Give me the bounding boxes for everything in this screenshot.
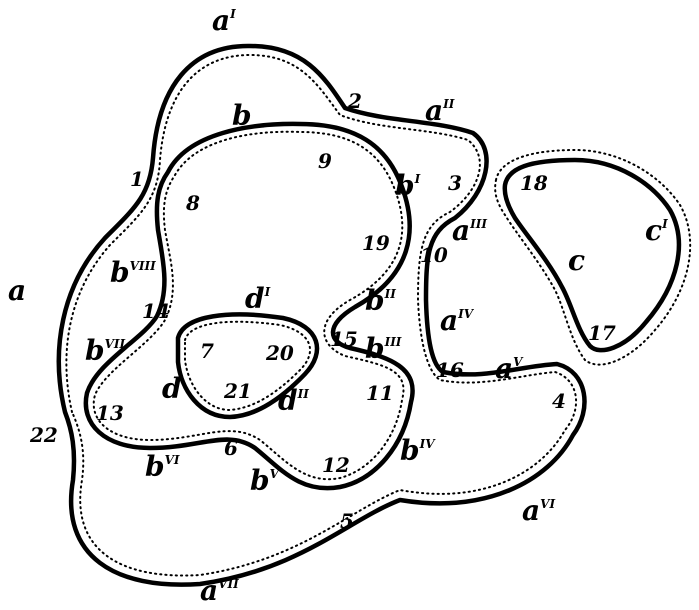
number-19: 19 — [362, 231, 390, 255]
d-curve-dotted — [184, 320, 311, 412]
label-a-III: aIII — [452, 214, 487, 247]
label-d-I: dI — [245, 282, 271, 315]
b-curve-dotted — [92, 130, 405, 481]
label-b-I: bI — [395, 169, 421, 202]
label-b-VIII: bVIII — [110, 256, 156, 289]
label-a: a — [8, 274, 26, 307]
region-labels: a aI aII aIII aIV aV aVI aVII b bI bII b… — [8, 4, 668, 607]
number-7: 7 — [200, 339, 214, 363]
label-c: c — [568, 244, 585, 277]
number-4: 4 — [552, 389, 566, 413]
label-b-VI: bVI — [145, 450, 180, 483]
label-b-IV: bIV — [400, 434, 436, 467]
number-22: 22 — [29, 423, 58, 447]
number-10: 10 — [420, 243, 448, 267]
label-a-VI: aVI — [522, 494, 555, 527]
number-20: 20 — [265, 341, 294, 365]
label-a-V: aV — [495, 352, 524, 385]
number-15: 15 — [330, 327, 358, 351]
number-18: 18 — [520, 171, 548, 195]
number-8: 8 — [185, 191, 200, 215]
b-curve — [83, 121, 415, 491]
label-b: b — [232, 99, 252, 132]
number-14: 14 — [142, 299, 170, 323]
c-curve — [502, 157, 682, 353]
label-b-II: bII — [365, 284, 396, 317]
label-d-II: dII — [278, 384, 309, 417]
number-labels: 1 2 3 4 5 6 7 8 9 10 11 12 13 14 15 16 1… — [29, 89, 616, 533]
number-3: 3 — [448, 171, 462, 195]
number-11: 11 — [366, 381, 394, 405]
number-9: 9 — [318, 149, 332, 173]
outer-curve-dotted — [65, 53, 578, 577]
label-a-VII: aVII — [200, 574, 239, 607]
label-b-VII: bVII — [85, 334, 126, 367]
label-c-I: cI — [645, 214, 668, 247]
c-curve-dotted — [494, 148, 692, 366]
outer-curve — [56, 43, 587, 587]
label-b-V: bV — [250, 464, 281, 497]
number-12: 12 — [322, 453, 350, 477]
number-17: 17 — [588, 321, 616, 345]
number-5: 5 — [340, 509, 354, 533]
number-1: 1 — [130, 167, 144, 191]
label-a-IV: aIV — [440, 304, 475, 337]
d-curve — [175, 312, 320, 420]
number-2: 2 — [347, 89, 362, 113]
number-13: 13 — [96, 401, 124, 425]
number-16: 16 — [436, 358, 464, 382]
number-6: 6 — [224, 436, 238, 460]
label-a-I: aI — [212, 4, 236, 37]
label-b-III: bIII — [365, 332, 402, 365]
label-a-II: aII — [425, 94, 455, 127]
label-d: d — [162, 372, 182, 405]
number-21: 21 — [223, 379, 252, 403]
